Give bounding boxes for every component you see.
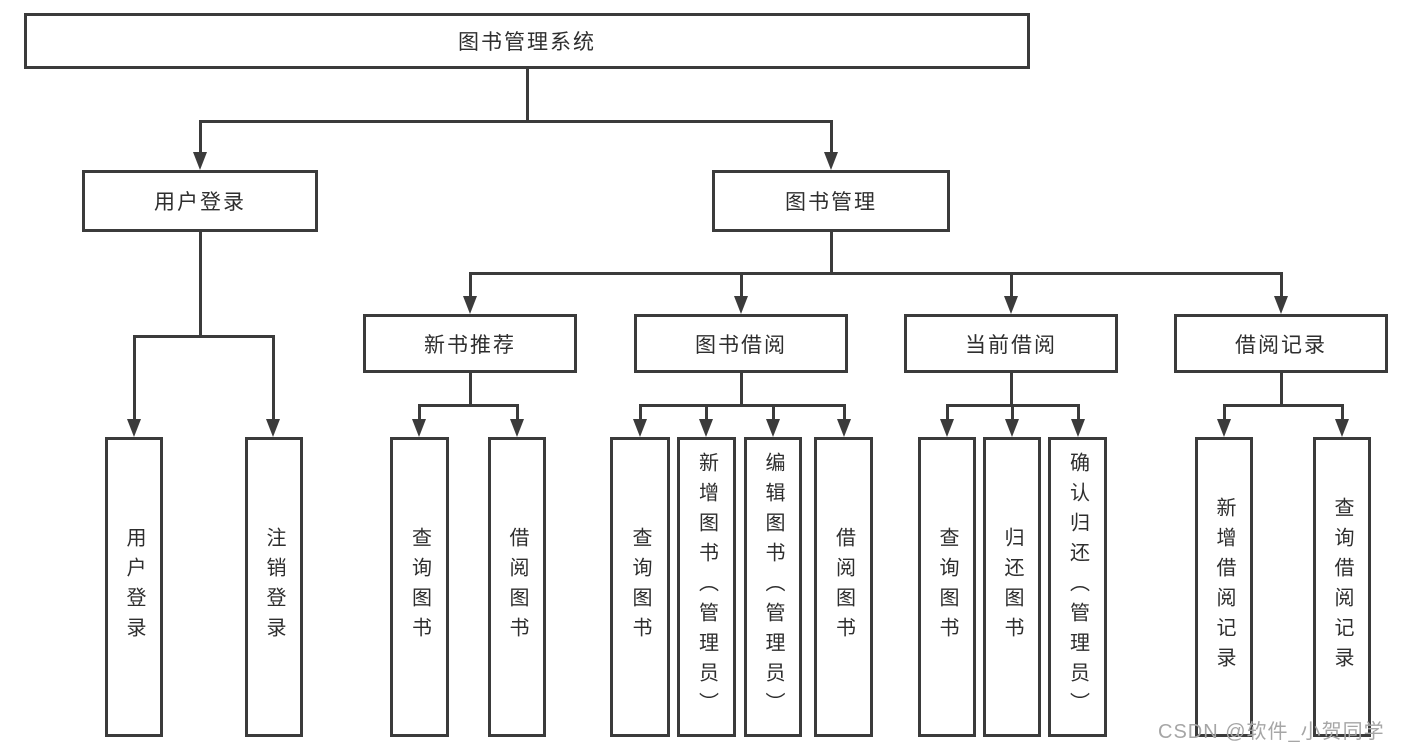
connector-borrow-records-branch xyxy=(1223,404,1343,407)
connector-drop-ul2 xyxy=(272,335,275,421)
connector-drop-bb1 xyxy=(639,404,642,421)
node-book-mgmt: 图书管理 xyxy=(712,170,950,232)
arrow-new-books xyxy=(463,296,477,314)
arrow-br2 xyxy=(1335,419,1349,437)
connector-drop-bb2 xyxy=(705,404,708,421)
arrow-current-borrow xyxy=(1004,296,1018,314)
leaf-query-books-current: 查询图书 xyxy=(918,437,976,737)
leaf-edit-books-admin: 编辑图书（管理员） xyxy=(744,437,802,737)
arrow-book-mgmt xyxy=(824,152,838,170)
connector-drop-br1 xyxy=(1223,404,1226,421)
leaf-user-login-label: 用户登录 xyxy=(123,527,145,647)
arrow-nb2 xyxy=(510,419,524,437)
node-new-books: 新书推荐 xyxy=(363,314,577,373)
arrow-bb2 xyxy=(699,419,713,437)
leaf-borrow-books-borrow-label: 借阅图书 xyxy=(832,527,855,647)
connector-new-books-branch xyxy=(418,404,519,407)
node-new-books-label: 新书推荐 xyxy=(424,333,516,357)
connector-drop-br2 xyxy=(1341,404,1344,421)
arrow-ul2 xyxy=(266,419,280,437)
connector-current-borrow-stem xyxy=(1010,373,1013,404)
arrow-cb1 xyxy=(940,419,954,437)
leaf-query-books-newbooks-label: 查询图书 xyxy=(408,527,431,647)
leaf-return-books-label: 归还图书 xyxy=(1001,527,1023,647)
connector-drop-cb1 xyxy=(946,404,949,421)
node-borrow-records-label: 借阅记录 xyxy=(1235,333,1327,357)
arrow-user-login xyxy=(193,152,207,170)
leaf-edit-books-admin-label: 编辑图书（管理员） xyxy=(762,452,784,722)
node-root-label: 图书管理系统 xyxy=(458,31,596,54)
leaf-borrow-books-newbooks-label: 借阅图书 xyxy=(506,527,528,647)
leaf-query-borrow-record-label: 查询借阅记录 xyxy=(1331,497,1353,677)
leaf-add-borrow-record: 新增借阅记录 xyxy=(1195,437,1253,737)
connector-drop-book-mgmt xyxy=(830,120,833,154)
connector-drop-cb3 xyxy=(1077,404,1080,421)
node-user-login: 用户登录 xyxy=(82,170,318,232)
connector-book-mgmt-branch xyxy=(469,272,1283,275)
leaf-return-books: 归还图书 xyxy=(983,437,1041,737)
arrow-book-borrow xyxy=(734,296,748,314)
leaf-add-books-admin-label: 新增图书（管理员） xyxy=(695,452,718,722)
arrow-cb2 xyxy=(1005,419,1019,437)
leaf-query-books-current-label: 查询图书 xyxy=(936,527,958,647)
connector-user-login-branch xyxy=(133,335,275,338)
csdn-watermark: CSDN @软件_小贺同学 xyxy=(1158,721,1385,743)
node-book-mgmt-label: 图书管理 xyxy=(785,191,877,214)
leaf-borrow-books-newbooks: 借阅图书 xyxy=(488,437,546,737)
connector-drop-borrow-records xyxy=(1280,272,1283,298)
leaf-query-books-borrow: 查询图书 xyxy=(610,437,670,737)
leaf-borrow-books-borrow: 借阅图书 xyxy=(814,437,873,737)
arrow-cb3 xyxy=(1071,419,1085,437)
node-current-borrow: 当前借阅 xyxy=(904,314,1118,373)
arrow-br1 xyxy=(1217,419,1231,437)
connector-drop-ul1 xyxy=(133,335,136,421)
leaf-query-books-newbooks: 查询图书 xyxy=(390,437,449,737)
arrow-nb1 xyxy=(412,419,426,437)
connector-drop-book-borrow xyxy=(740,272,743,298)
connector-drop-nb1 xyxy=(418,404,421,421)
leaf-query-borrow-record: 查询借阅记录 xyxy=(1313,437,1371,737)
connector-user-login-stem xyxy=(199,232,202,335)
leaf-query-books-borrow-label: 查询图书 xyxy=(629,527,651,647)
arrow-bb3 xyxy=(766,419,780,437)
connector-drop-user-login xyxy=(199,120,202,154)
node-user-login-label: 用户登录 xyxy=(154,191,246,214)
arrow-bb4 xyxy=(837,419,851,437)
node-borrow-records: 借阅记录 xyxy=(1174,314,1388,373)
connector-drop-cb2 xyxy=(1011,404,1014,421)
connector-drop-bb4 xyxy=(843,404,846,421)
leaf-logout-label: 注销登录 xyxy=(263,527,285,647)
node-book-borrow: 图书借阅 xyxy=(634,314,848,373)
connector-borrow-records-stem xyxy=(1280,373,1283,404)
connector-drop-current-borrow xyxy=(1010,272,1013,298)
arrow-borrow-records xyxy=(1274,296,1288,314)
connector-drop-nb2 xyxy=(516,404,519,421)
leaf-confirm-return-admin: 确认归还（管理员） xyxy=(1048,437,1107,737)
arrow-ul1 xyxy=(127,419,141,437)
leaf-confirm-return-admin-label: 确认归还（管理员） xyxy=(1066,452,1089,722)
leaf-add-books-admin: 新增图书（管理员） xyxy=(677,437,736,737)
node-book-borrow-label: 图书借阅 xyxy=(695,333,787,357)
leaf-logout: 注销登录 xyxy=(245,437,303,737)
connector-drop-bb3 xyxy=(772,404,775,421)
arrow-bb1 xyxy=(633,419,647,437)
connector-book-borrow-stem xyxy=(740,373,743,404)
connector-book-mgmt-stem xyxy=(830,232,833,272)
connector-new-books-stem xyxy=(469,373,472,404)
connector-book-borrow-branch xyxy=(639,404,846,407)
connector-root-branch xyxy=(199,120,833,123)
leaf-add-borrow-record-label: 新增借阅记录 xyxy=(1213,497,1235,677)
node-current-borrow-label: 当前借阅 xyxy=(965,333,1057,357)
node-root: 图书管理系统 xyxy=(24,13,1030,69)
leaf-user-login: 用户登录 xyxy=(105,437,163,737)
connector-root-stem xyxy=(526,69,529,120)
connector-drop-new-books xyxy=(469,272,472,298)
